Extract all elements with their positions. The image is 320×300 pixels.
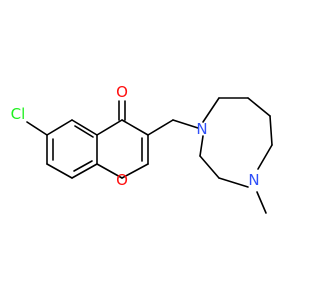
bond bbox=[172, 119, 199, 129]
bond bbox=[121, 119, 149, 136]
bond-methyl bbox=[256, 191, 267, 214]
bond bbox=[96, 163, 123, 179]
bond bbox=[202, 97, 220, 123]
bond bbox=[199, 135, 204, 157]
atom-chlorine-label: Cl bbox=[11, 105, 26, 123]
bond bbox=[121, 163, 149, 179]
atom-carbonyl-oxygen-label: O bbox=[116, 83, 128, 101]
bond-double-inner bbox=[73, 160, 93, 172]
bond bbox=[269, 115, 273, 146]
bond bbox=[199, 155, 220, 179]
bond-chlorine bbox=[26, 121, 48, 136]
bond bbox=[46, 163, 73, 179]
structure-svg: Cl O O N N bbox=[11, 83, 273, 214]
bond bbox=[96, 119, 123, 136]
bond bbox=[218, 177, 249, 188]
bond bbox=[257, 144, 273, 170]
atom-ring-oxygen-label: O bbox=[116, 171, 128, 189]
bond-double-inner bbox=[74, 125, 94, 138]
bond bbox=[247, 97, 271, 117]
bonds bbox=[26, 97, 273, 214]
bond bbox=[71, 119, 98, 136]
atom-nitrogen-4-label: N bbox=[248, 171, 259, 189]
atom-nitrogen-1-label: N bbox=[196, 120, 207, 138]
atom-labels: Cl O O N N bbox=[11, 83, 260, 189]
bond bbox=[147, 119, 174, 136]
bond bbox=[46, 119, 73, 136]
bond bbox=[71, 163, 98, 179]
molecule-diagram: Cl O O N N bbox=[11, 83, 273, 214]
